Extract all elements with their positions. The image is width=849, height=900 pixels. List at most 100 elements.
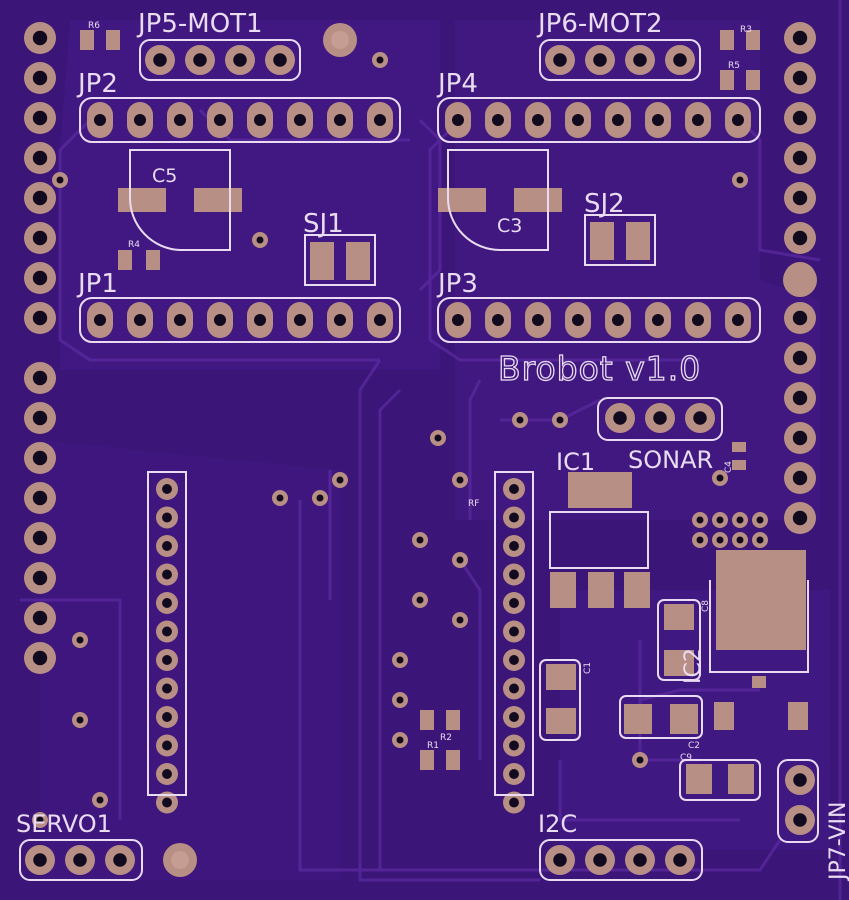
jp4-pin-3-drill — [572, 114, 584, 126]
c9-pad-left — [686, 764, 712, 794]
c4-label: C4 — [724, 461, 734, 473]
right-edge-pin-10-drill — [792, 430, 808, 446]
c9-pad-right — [728, 764, 754, 794]
jp5-label: JP5-MOT1 — [136, 9, 263, 39]
jp2-label: JP2 — [76, 69, 118, 99]
resistor-pad-5 — [746, 70, 760, 90]
ic2-pad-bottom — [664, 650, 694, 676]
jp4-outline — [437, 97, 761, 143]
rf-label: RF — [468, 499, 479, 509]
jp2-pin-5-drill — [294, 114, 306, 126]
jp1-pin-6-drill — [334, 314, 346, 326]
sj2-outline — [584, 214, 656, 266]
c5-pad-left — [118, 188, 166, 212]
grid-via-0-2-drill — [736, 516, 744, 524]
jp5-pin-2-drill — [233, 53, 247, 67]
jp6-label: JP6-MOT2 — [536, 9, 663, 39]
via-19-drill — [76, 716, 84, 724]
servo-label: SERVO1 — [16, 810, 112, 838]
jp4-pin-2-drill — [532, 114, 544, 126]
via-0-drill — [376, 56, 384, 64]
i2c-label: I2C — [538, 810, 577, 838]
servo-pin-0-drill — [33, 853, 47, 867]
jp3-pin-7-drill — [732, 314, 744, 326]
left-edge-pin-1-drill — [32, 70, 48, 86]
c4-pad-top — [732, 442, 746, 452]
jp6-pin-0-drill — [553, 53, 567, 67]
c2-pad-right — [670, 704, 698, 734]
jp1-pin-5-drill — [294, 314, 306, 326]
right-edge-pin-12-drill — [792, 510, 808, 526]
via-11-drill — [416, 536, 424, 544]
servo-pin-1-drill — [73, 853, 87, 867]
jp2-pin-6-drill — [334, 114, 346, 126]
via-6-drill — [434, 434, 442, 442]
jp6-pin-1-drill — [593, 53, 607, 67]
via-14-drill — [456, 616, 464, 624]
jp7-pin-1-drill — [793, 813, 807, 827]
c5-label: C5 — [152, 165, 177, 187]
right-edge-pin-1-drill — [792, 70, 808, 86]
left-socket-pin-0-drill — [162, 484, 172, 494]
jp5-pin-3-drill — [273, 53, 287, 67]
left-socket-pin-5-drill — [162, 626, 172, 637]
left-edge-pin-12-drill — [32, 530, 48, 546]
jp7-label: JP7-VIN — [826, 802, 849, 882]
left-socket-pin-1-drill — [162, 512, 172, 523]
regulator-outline — [709, 580, 809, 673]
via-3-drill — [736, 176, 744, 184]
right-socket-outline — [494, 471, 534, 796]
jp4-pin-6-drill — [692, 114, 704, 126]
left-edge-pin-5-drill — [32, 230, 48, 246]
via-13-drill — [416, 596, 424, 604]
right-socket-pin-4-drill — [509, 598, 519, 608]
servo-outline — [19, 839, 143, 881]
left-edge-pin-14-drill — [32, 610, 48, 626]
via-12-drill — [456, 556, 464, 564]
right-socket-pin-6-drill — [509, 655, 519, 665]
right-socket-pin-2-drill — [509, 541, 519, 551]
sonar-pin-1-drill — [653, 411, 667, 425]
left-socket-pin-2-drill — [162, 541, 172, 551]
via-17-drill — [396, 736, 404, 744]
r5-label: R5 — [728, 61, 740, 71]
via-21-drill — [36, 816, 44, 824]
ic2-pad-top — [664, 604, 694, 630]
jp1-pin-2-drill — [174, 314, 186, 326]
right-socket-pin-11-drill — [509, 797, 519, 808]
left-socket-pin-7-drill — [162, 683, 172, 694]
ic1-outline — [549, 511, 649, 569]
right-socket-pin-5-drill — [509, 626, 519, 637]
c3-pad-left — [438, 188, 486, 212]
resistor-pad-2 — [720, 30, 734, 50]
sonar-pin-2-drill — [693, 411, 707, 425]
sj2-pad-left — [590, 222, 614, 260]
sonar-outline — [597, 397, 723, 441]
grid-via-1-2-drill — [736, 536, 744, 544]
pad-layer — [24, 22, 817, 877]
right-socket-pin-8-drill — [509, 712, 519, 722]
c3-outline — [447, 149, 549, 251]
c5-pad-right — [194, 188, 242, 212]
r4-label: R4 — [128, 240, 140, 250]
sj1-label: SJ1 — [303, 209, 344, 239]
sj2-label: SJ2 — [584, 189, 625, 219]
jp3-pin-6-drill — [692, 314, 704, 326]
via-23-drill — [716, 474, 724, 482]
grid-via-0-1-drill — [716, 516, 724, 524]
resistor-pad-7 — [146, 250, 160, 270]
sj1-pad-right — [346, 242, 370, 280]
ic2-label: IC2 — [681, 648, 706, 684]
left-edge-pin-11-drill — [32, 490, 48, 506]
sj1-pad-left — [310, 242, 334, 280]
ic1-pin-2 — [588, 572, 614, 608]
resistor-pad-1 — [106, 30, 120, 50]
sj1-outline — [304, 234, 376, 286]
jp1-pin-4-drill — [254, 314, 266, 326]
jp2-pin-0-drill — [94, 114, 106, 126]
jp7-pin-0-drill — [793, 773, 807, 787]
left-edge-pin-8-drill — [32, 370, 48, 386]
sj2-pad-right — [626, 222, 650, 260]
ic1-label: IC1 — [556, 448, 595, 476]
